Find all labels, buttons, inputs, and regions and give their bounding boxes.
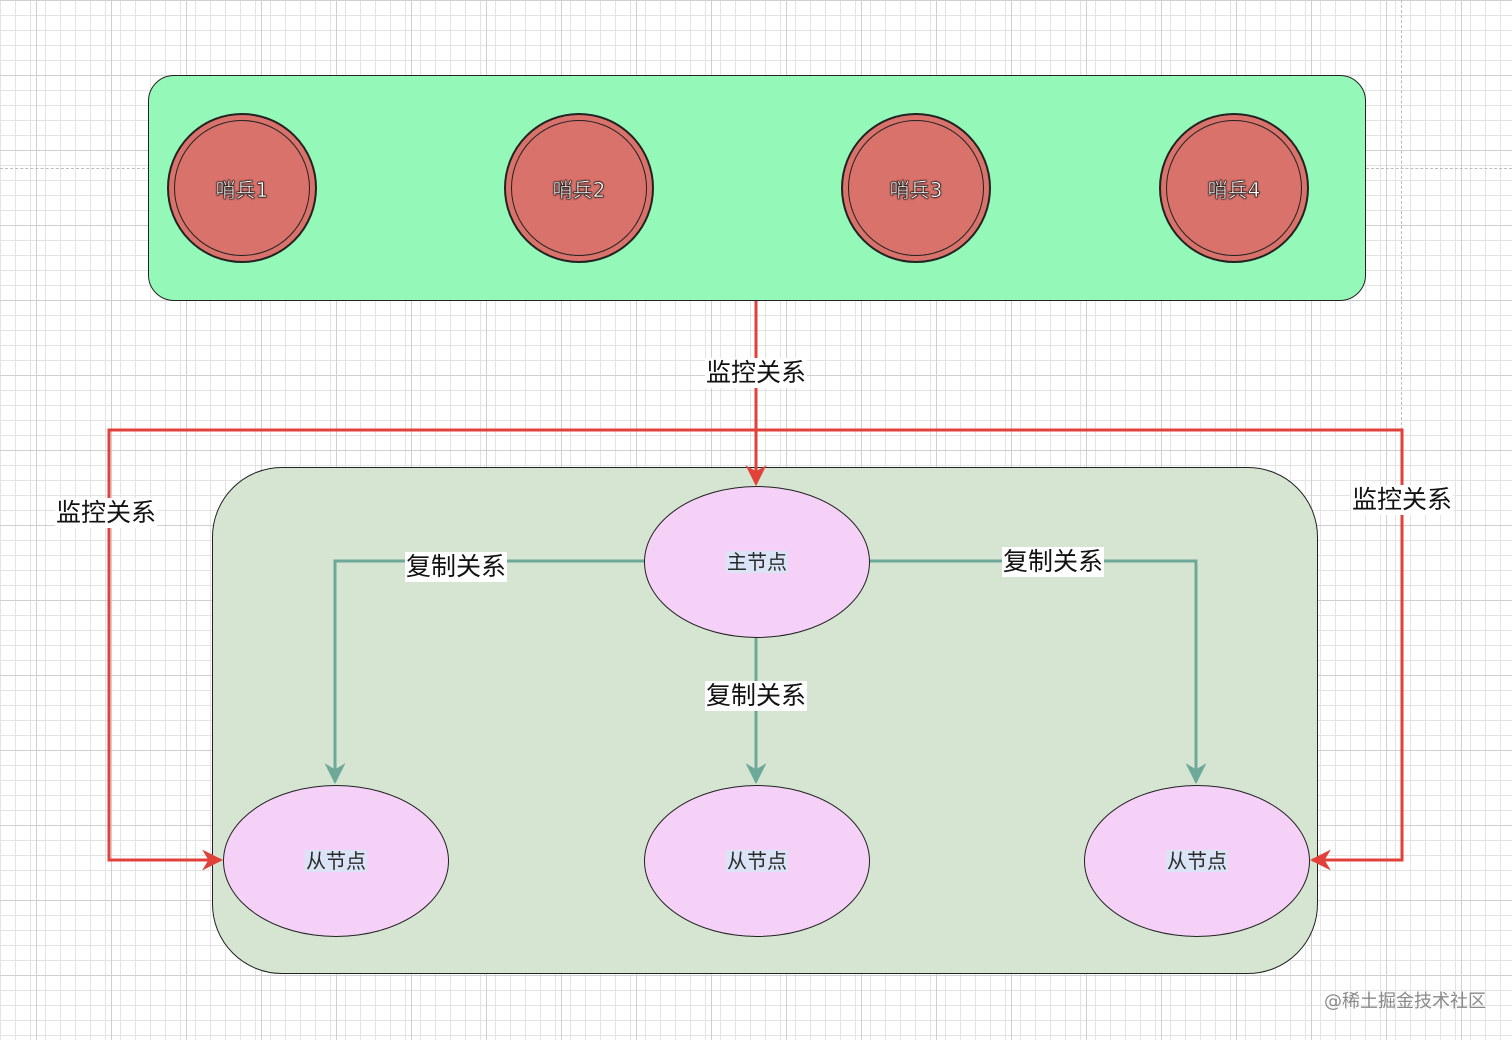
sentinel-node-3[interactable]: 哨兵3	[841, 113, 991, 263]
edge-label-replicate-left: 复制关系	[404, 552, 508, 582]
replicate-edge-right	[869, 559, 1207, 785]
edge-label-monitor-left: 监控关系	[54, 498, 158, 528]
replicate-edge-left	[324, 559, 645, 785]
guide-line	[1401, 0, 1402, 430]
slave-node-center[interactable]: 从节点	[644, 785, 870, 937]
edge-label-monitor-right: 监控关系	[1350, 485, 1454, 515]
master-node[interactable]: 主节点	[644, 486, 870, 638]
edge-label-replicate-right: 复制关系	[1001, 547, 1105, 577]
slave-node-label: 从节点	[1166, 849, 1228, 873]
sentinel-label: 哨兵3	[889, 177, 943, 202]
slave-node-right[interactable]: 从节点	[1084, 785, 1310, 937]
sentinel-label: 哨兵1	[215, 177, 269, 202]
guide-line	[0, 168, 150, 169]
sentinel-label: 哨兵4	[1207, 177, 1261, 202]
sentinel-node-4[interactable]: 哨兵4	[1159, 113, 1309, 263]
sentinel-node-2[interactable]: 哨兵2	[504, 113, 654, 263]
guide-line	[1366, 168, 1512, 169]
master-node-label: 主节点	[726, 550, 788, 574]
slave-node-label: 从节点	[305, 849, 367, 873]
monitor-edge-right	[756, 428, 1404, 871]
slave-node-left[interactable]: 从节点	[223, 785, 449, 937]
edge-label-monitor-center: 监控关系	[704, 358, 808, 388]
sentinel-node-1[interactable]: 哨兵1	[167, 113, 317, 263]
sentinel-label: 哨兵2	[552, 177, 606, 202]
monitor-edge-left	[107, 428, 756, 871]
watermark: @稀土掘金技术社区	[1324, 991, 1486, 1012]
slave-node-label: 从节点	[726, 849, 788, 873]
edge-label-replicate-center: 复制关系	[704, 681, 808, 711]
